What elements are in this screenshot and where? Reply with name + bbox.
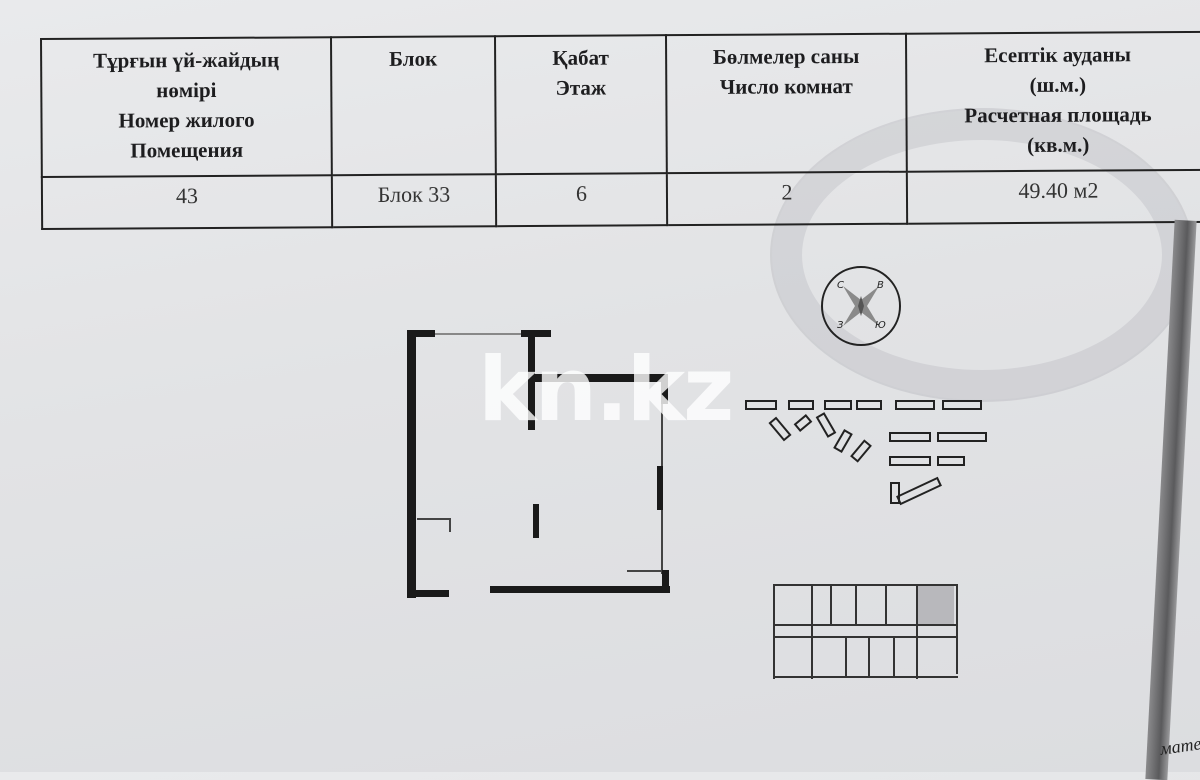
header-floor: Қабат Этаж bbox=[494, 35, 667, 175]
header-text: Қабат bbox=[552, 45, 609, 70]
highlighted-apartment bbox=[916, 584, 954, 624]
header-text: Этаж bbox=[555, 75, 607, 100]
building bbox=[745, 400, 777, 410]
wall bbox=[657, 466, 663, 510]
plan-line bbox=[773, 676, 958, 678]
building bbox=[896, 476, 942, 506]
compass-east-label: В bbox=[877, 280, 884, 291]
plan-line bbox=[830, 584, 832, 626]
column bbox=[533, 504, 539, 538]
header-text: Число комнат bbox=[719, 74, 853, 99]
fixture bbox=[449, 518, 451, 532]
compass-north-label: С bbox=[837, 280, 844, 291]
header-text: Помещения bbox=[130, 137, 244, 163]
header-area: Есептік ауданы (ш.м.) Расчетная площадь … bbox=[905, 31, 1200, 172]
header-text: Блок bbox=[389, 46, 438, 71]
apartment-floor-plan bbox=[405, 320, 670, 600]
compass-rose: С В З Ю bbox=[821, 266, 901, 346]
table-header-row: Тұрғын үй-жайдың нөмірі Номер жилого Пом… bbox=[41, 31, 1200, 177]
building bbox=[850, 439, 872, 463]
header-block: Блок bbox=[331, 36, 496, 176]
apartment-info-table: Тұрғын үй-жайдың нөмірі Номер жилого Пом… bbox=[40, 31, 1200, 230]
cell-area: 49.40 м2 bbox=[906, 169, 1200, 224]
compass-star-icon bbox=[843, 286, 879, 326]
building bbox=[889, 432, 931, 442]
wall bbox=[662, 570, 669, 592]
building bbox=[856, 400, 882, 410]
wall bbox=[407, 330, 416, 598]
compass-west-label: З bbox=[837, 320, 844, 331]
plan-line bbox=[855, 584, 857, 626]
next-page-text: мате bbox=[1158, 733, 1200, 759]
wall bbox=[521, 330, 551, 337]
building bbox=[824, 400, 852, 410]
building bbox=[815, 412, 837, 438]
plan-line bbox=[773, 584, 775, 679]
plan-line bbox=[893, 636, 895, 678]
plan-line bbox=[956, 584, 958, 674]
header-text: Расчетная площадь bbox=[964, 102, 1152, 128]
wall bbox=[661, 374, 668, 404]
header-text: (ш.м.) bbox=[1029, 72, 1087, 97]
wall bbox=[407, 330, 435, 337]
plan-line bbox=[773, 584, 958, 586]
plan-line bbox=[868, 636, 870, 678]
building bbox=[889, 456, 931, 466]
wall bbox=[409, 590, 449, 597]
header-text: Номер жилого bbox=[118, 107, 255, 133]
building bbox=[895, 400, 935, 410]
wall bbox=[530, 374, 668, 382]
building-floor-plan bbox=[773, 576, 958, 686]
building bbox=[788, 400, 814, 410]
plan-line bbox=[773, 624, 958, 626]
cell-apartment-number: 43 bbox=[41, 175, 333, 229]
plan-line bbox=[845, 636, 847, 678]
plan-line bbox=[916, 584, 918, 679]
watermark-logo: kn.kz bbox=[478, 338, 734, 441]
header-text: нөмірі bbox=[156, 77, 217, 103]
wall bbox=[490, 586, 670, 593]
cell-rooms: 2 bbox=[666, 171, 908, 226]
cell-floor: 6 bbox=[495, 173, 668, 227]
compass-south-label: Ю bbox=[875, 320, 886, 331]
fixture bbox=[627, 570, 661, 572]
header-text: (кв.м.) bbox=[1026, 132, 1090, 157]
table-row: 43 Блок 33 6 2 49.40 м2 bbox=[41, 169, 1200, 229]
header-rooms: Бөлмелер саны Число комнат bbox=[665, 33, 907, 174]
header-text: Есептік ауданы bbox=[984, 42, 1132, 68]
building bbox=[890, 482, 900, 504]
building bbox=[937, 432, 987, 442]
plan-line bbox=[773, 636, 958, 638]
plan-line bbox=[885, 584, 887, 626]
plan-line bbox=[811, 584, 813, 679]
building bbox=[942, 400, 982, 410]
cell-block: Блок 33 bbox=[331, 174, 497, 228]
window bbox=[435, 333, 521, 335]
building bbox=[793, 414, 813, 432]
header-text: Бөлмелер саны bbox=[712, 43, 860, 69]
site-plan bbox=[740, 390, 1000, 510]
header-apartment-number: Тұрғын үй-жайдың нөмірі Номер жилого Пом… bbox=[41, 37, 332, 177]
building bbox=[937, 456, 965, 466]
header-text: Тұрғын үй-жайдың bbox=[93, 47, 280, 73]
fixture bbox=[417, 518, 451, 520]
building bbox=[768, 416, 792, 442]
